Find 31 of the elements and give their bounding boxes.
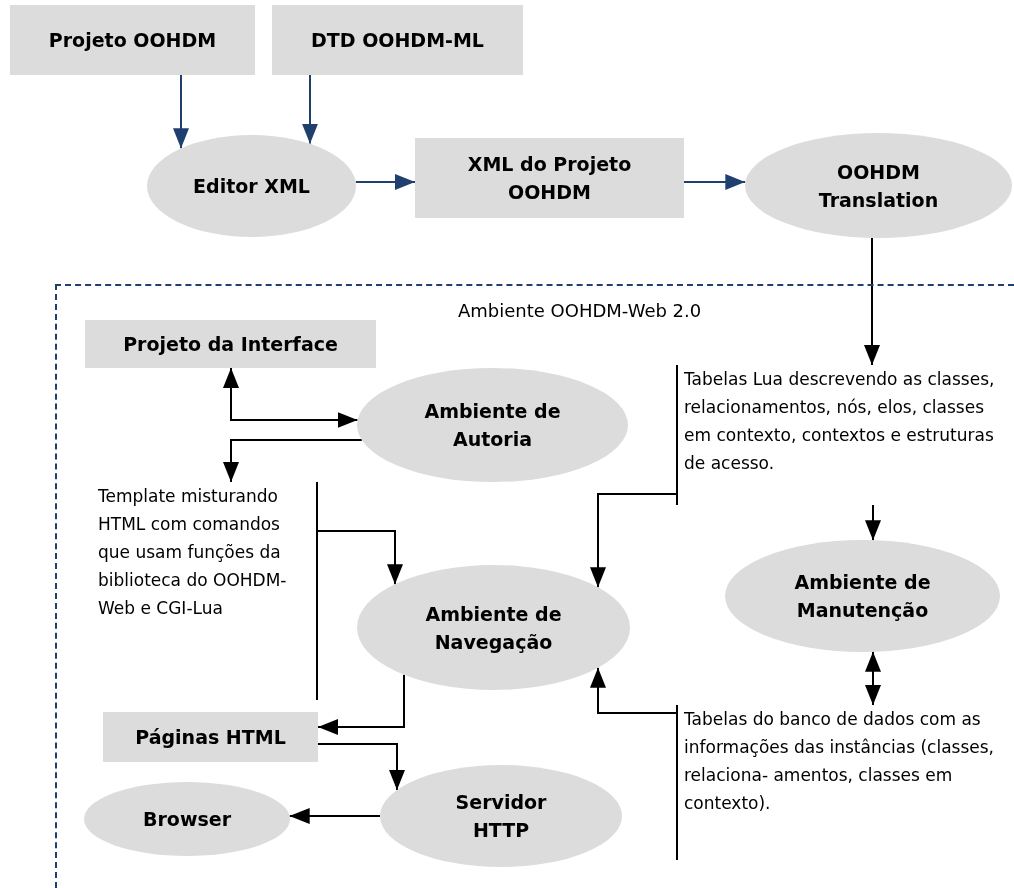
process-ellipse: Editor XML [147, 135, 356, 237]
process-box: Páginas HTML [103, 712, 318, 762]
arrow [590, 493, 677, 589]
process-ellipse: Ambiente de Manutenção [725, 540, 1000, 652]
arrow [223, 367, 359, 428]
process-ellipse: Servidor HTTP [380, 765, 622, 867]
arrow [864, 236, 880, 366]
arrow [865, 504, 881, 542]
region-label: Ambiente OOHDM-Web 2.0 [458, 300, 702, 321]
process-ellipse: OOHDM Translation [745, 133, 1012, 238]
arrow [173, 74, 189, 150]
process-box: XML do Projeto OOHDM [415, 138, 684, 218]
annotation-text: Tabelas do banco de dados com as informações das instâncias (classes, relaciona- amentos, classes em contexto). [676, 705, 1014, 860]
arrow [317, 673, 405, 735]
dashed-region [55, 284, 1014, 888]
arrow [354, 174, 416, 190]
arrow [683, 174, 747, 190]
arrow [317, 743, 405, 791]
arrow [223, 439, 363, 483]
process-box: Projeto da Interface [85, 320, 376, 368]
arrow [302, 74, 318, 145]
annotation-text: Template misturando HTML com comandos que usam funções da biblioteca do OOHDM- Web e CGI-Lua [96, 482, 318, 700]
annotation-text: Tabelas Lua descrevendo as classes, relacionamentos, nós, elos, classes em contexto, contextos e estruturas de acesso. [676, 365, 1014, 505]
process-box: DTD OOHDM-ML [272, 5, 523, 75]
arrow [865, 650, 881, 706]
process-ellipse: Browser [84, 782, 290, 856]
process-box: Projeto OOHDM [10, 5, 255, 75]
process-ellipse: Ambiente de Autoria [357, 368, 628, 482]
arrow [590, 666, 677, 714]
arrow [317, 530, 403, 586]
process-ellipse: Ambiente de Navegação [357, 565, 630, 690]
